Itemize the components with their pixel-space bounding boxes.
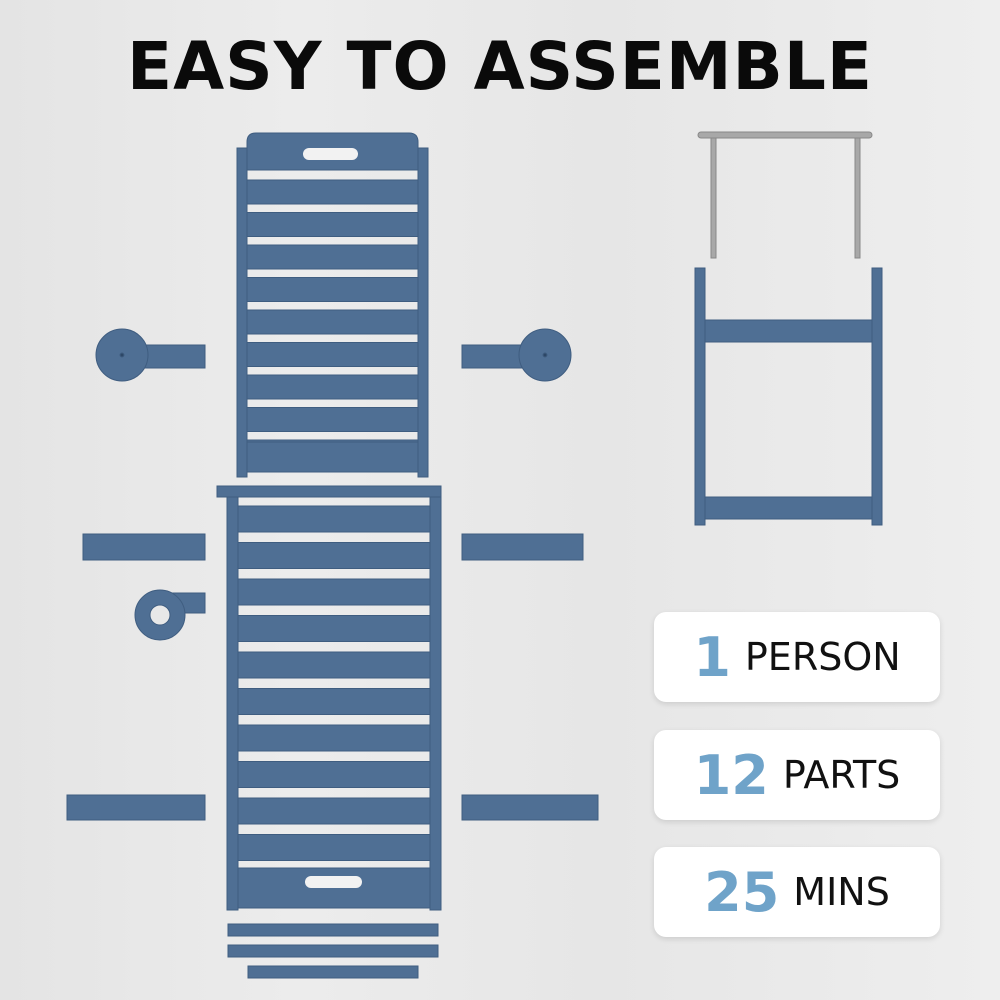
- seat-rail: [226, 496, 239, 911]
- loose-board: [247, 965, 419, 979]
- leg-bar: [461, 794, 599, 821]
- seat-slat: [237, 578, 431, 606]
- backrest-rail: [236, 147, 248, 478]
- support-bar: [461, 533, 584, 561]
- loose-board: [227, 923, 439, 937]
- seat-slat: [237, 688, 431, 715]
- backrest-rail: [417, 147, 429, 478]
- seat-lip: [216, 485, 442, 498]
- seat-slat: [237, 761, 431, 788]
- stat-badge-time: 25 MINS: [654, 847, 940, 937]
- leg-bar: [66, 794, 206, 821]
- frame-rail: [871, 267, 883, 526]
- seat-slat: [237, 542, 431, 569]
- metal-post: [854, 137, 861, 259]
- stat-badge-parts: 12 PARTS: [654, 730, 940, 820]
- stat-label: PARTS: [782, 753, 901, 797]
- screw-hole: [542, 352, 548, 358]
- stat-badge-person: 1 PERSON: [654, 612, 940, 702]
- frame-crossbar: [704, 319, 873, 343]
- stat-label: MINS: [793, 870, 890, 914]
- seat-rail: [429, 496, 442, 911]
- frame-crossbar: [704, 496, 873, 520]
- stat-label: PERSON: [744, 635, 901, 679]
- backrest-slat: [246, 441, 419, 473]
- backrest-slat: [246, 179, 419, 205]
- handle-hole: [303, 148, 358, 160]
- metal-post: [710, 137, 717, 259]
- seat-slat: [237, 834, 431, 861]
- backrest-slat: [246, 342, 419, 367]
- screw-hole: [119, 352, 125, 358]
- headline: EASY TO ASSEMBLE: [127, 28, 873, 105]
- backrest-slat: [246, 244, 419, 270]
- stat-number: 12: [693, 743, 769, 807]
- support-bar: [82, 533, 206, 561]
- seat-slat: [237, 724, 431, 752]
- stat-number: 1: [693, 625, 731, 689]
- stat-number: 25: [704, 860, 780, 924]
- seat-slat: [237, 505, 431, 533]
- seat-slat: [237, 651, 431, 679]
- loose-board: [227, 944, 439, 958]
- metal-bar: [697, 131, 873, 139]
- backrest-slat: [246, 374, 419, 400]
- seat-slat: [237, 615, 431, 642]
- handle-hole: [305, 876, 362, 888]
- backrest-slat: [246, 407, 419, 432]
- hook-hole: [149, 604, 171, 626]
- backrest-slat: [246, 212, 419, 237]
- seat-slat: [237, 797, 431, 825]
- backrest-slat: [246, 277, 419, 302]
- backrest-slat: [246, 309, 419, 335]
- frame-rail: [694, 267, 706, 526]
